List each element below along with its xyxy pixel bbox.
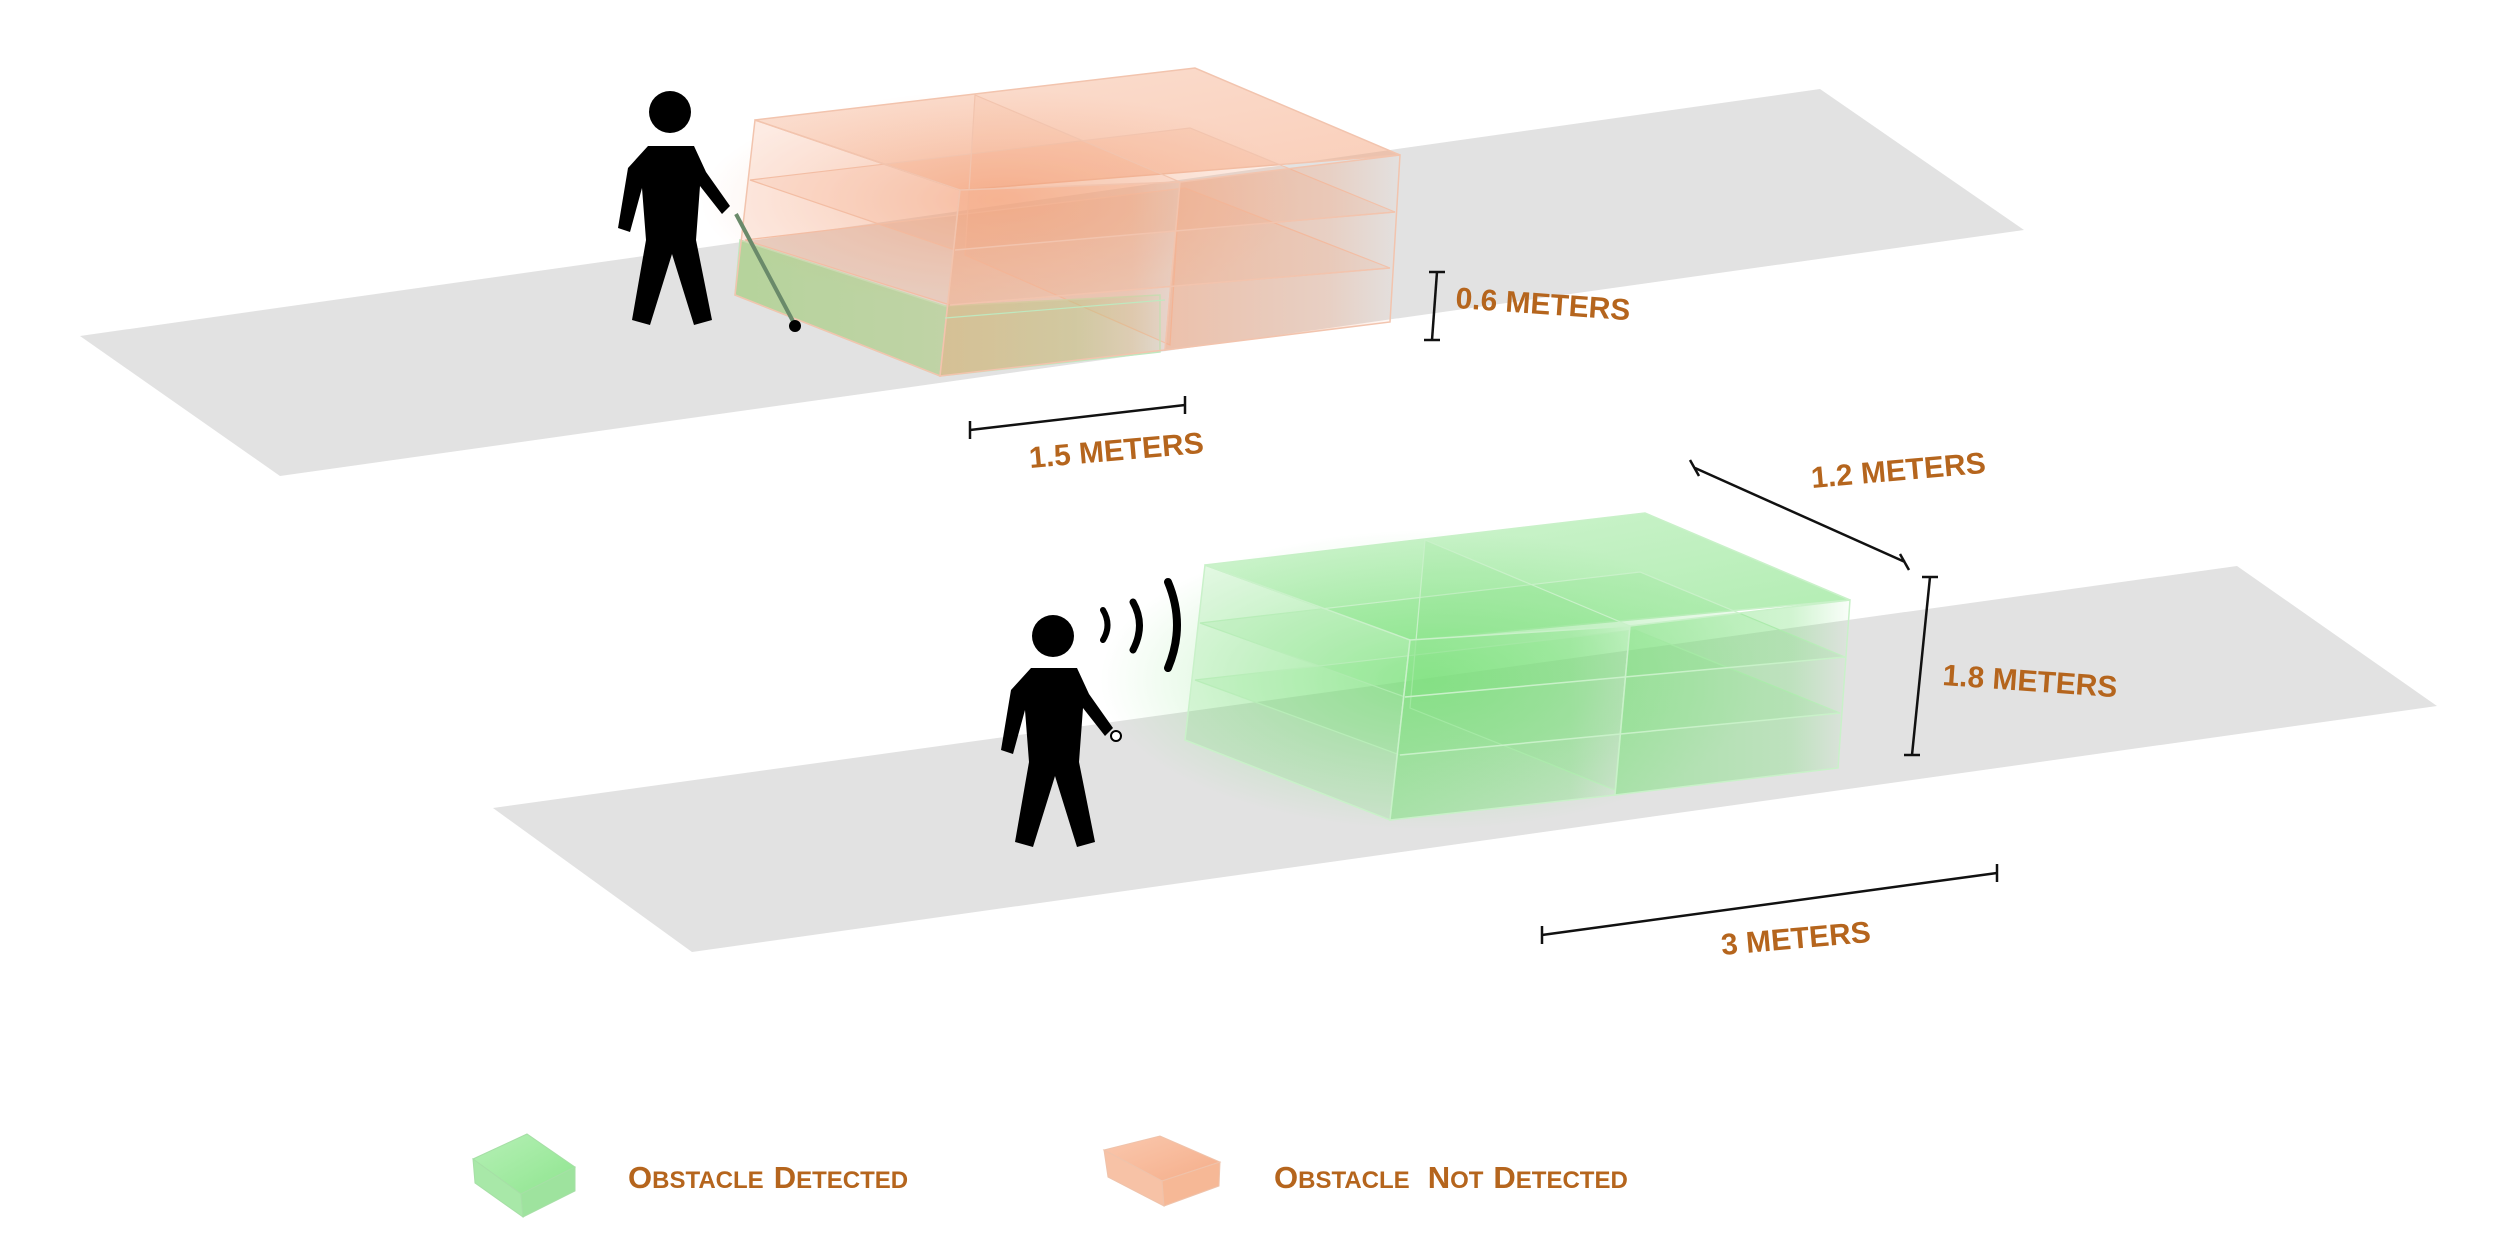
dimension-width-cane bbox=[968, 396, 1187, 439]
green-box-icon bbox=[472, 1133, 576, 1219]
width-label-wearable: 3 METERS bbox=[1720, 916, 1872, 962]
person-with-sonar-icon bbox=[1001, 615, 1122, 847]
dimension-depth-wearable bbox=[1688, 459, 1911, 571]
scene-wearable: 1.2 METERS 1.8 METERS 3 METERS bbox=[493, 447, 2437, 962]
detection-volume-wearable bbox=[1100, 512, 1851, 830]
width-label-cane: 1.5 METERS bbox=[1028, 427, 1205, 475]
dimension-height-cane bbox=[1424, 270, 1445, 342]
dimension-height-wearable bbox=[1904, 575, 1938, 757]
orange-box-icon bbox=[1102, 1135, 1222, 1207]
detection-volume-cane bbox=[700, 67, 1401, 378]
dimension-width-wearable bbox=[1540, 864, 1999, 944]
scene-cane: 1.5 METERS 0.6 METERS bbox=[80, 67, 2024, 476]
person-with-cane-icon bbox=[618, 91, 801, 332]
depth-label-wearable: 1.2 METERS bbox=[1810, 447, 1987, 495]
sonar-waves-icon bbox=[1100, 578, 1181, 672]
